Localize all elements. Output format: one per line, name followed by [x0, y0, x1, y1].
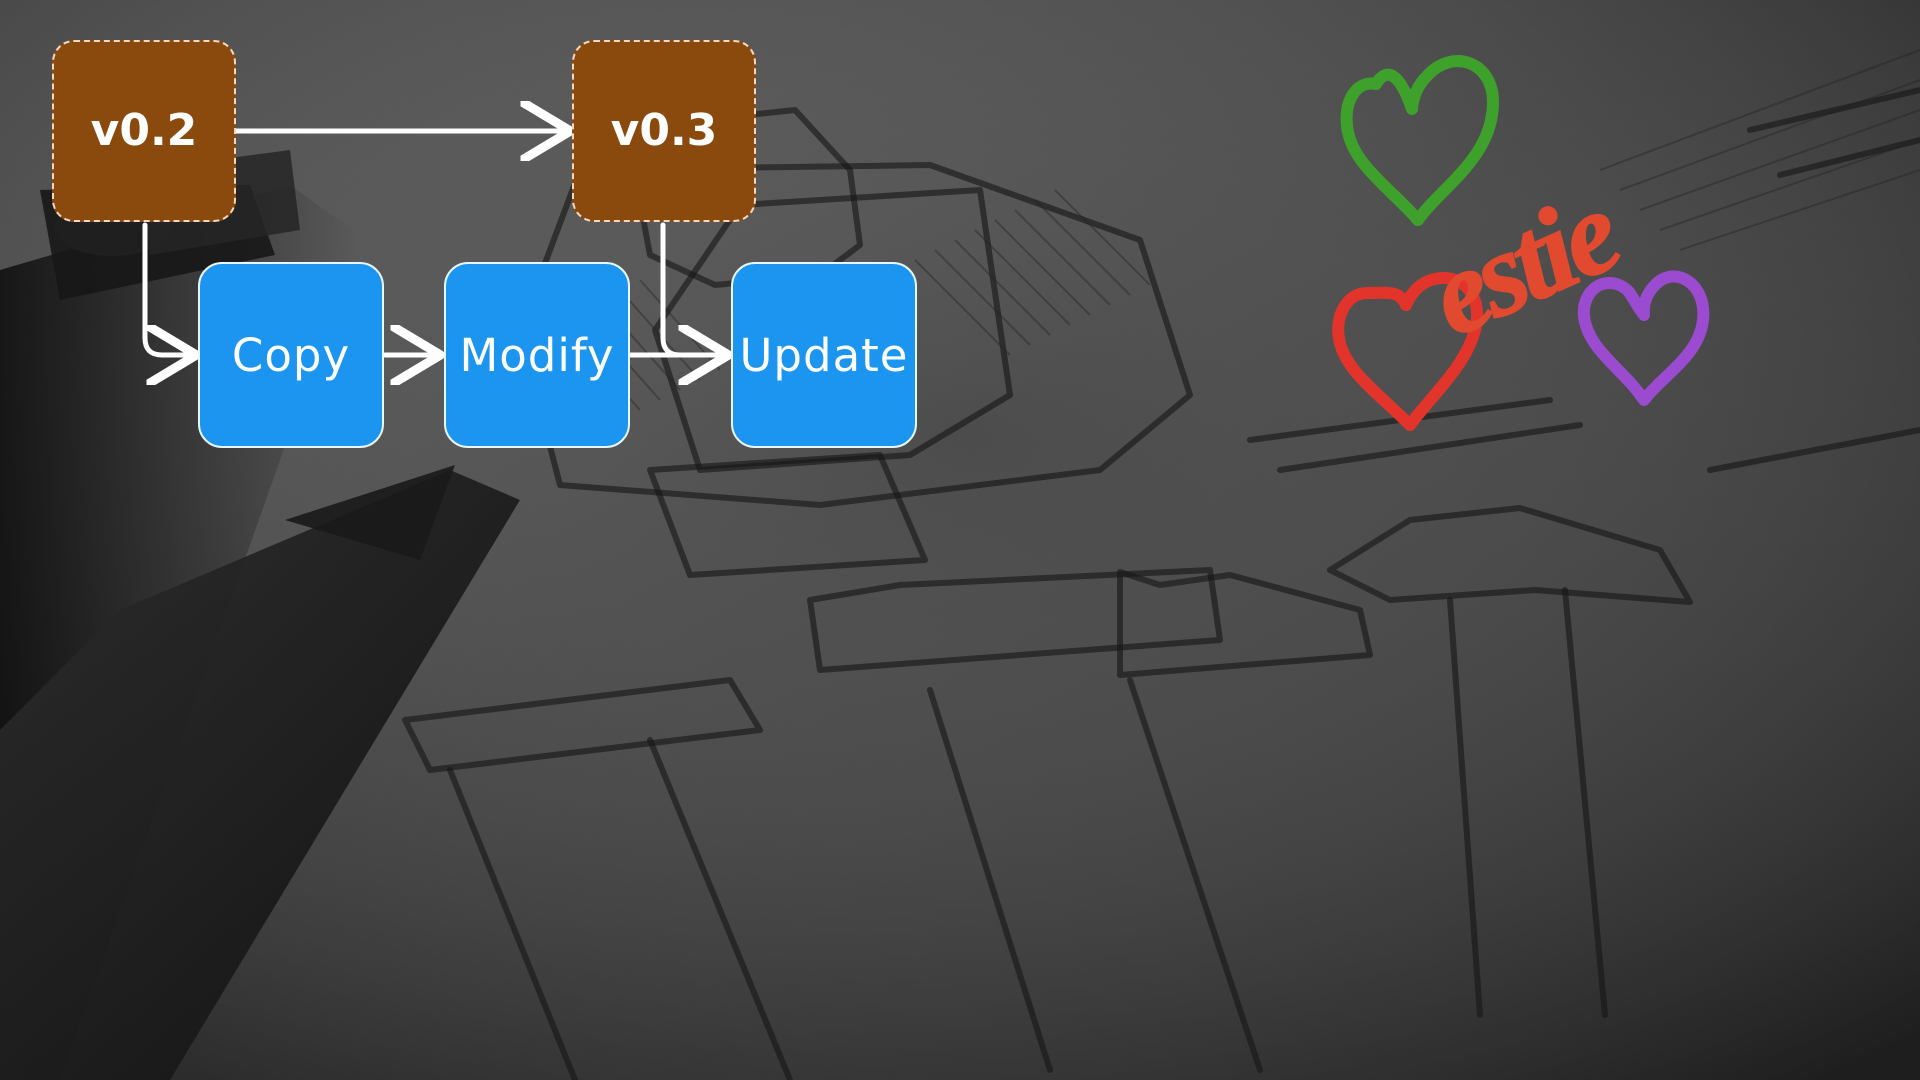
update-node-label: Update — [739, 328, 909, 382]
copy-node-label: Copy — [231, 328, 351, 382]
version-node-v03: v0.3 — [572, 40, 756, 222]
modify-node-label: Modify — [459, 328, 615, 382]
modify-node: Modify — [444, 262, 630, 448]
technical-sketch — [402, 87, 1920, 1080]
version-node-v03-label: v0.3 — [610, 105, 718, 156]
version-node-v02-label: v0.2 — [90, 105, 198, 156]
copy-node: Copy — [198, 262, 384, 448]
version-node-v02: v0.2 — [52, 40, 236, 222]
update-node: Update — [731, 262, 917, 448]
